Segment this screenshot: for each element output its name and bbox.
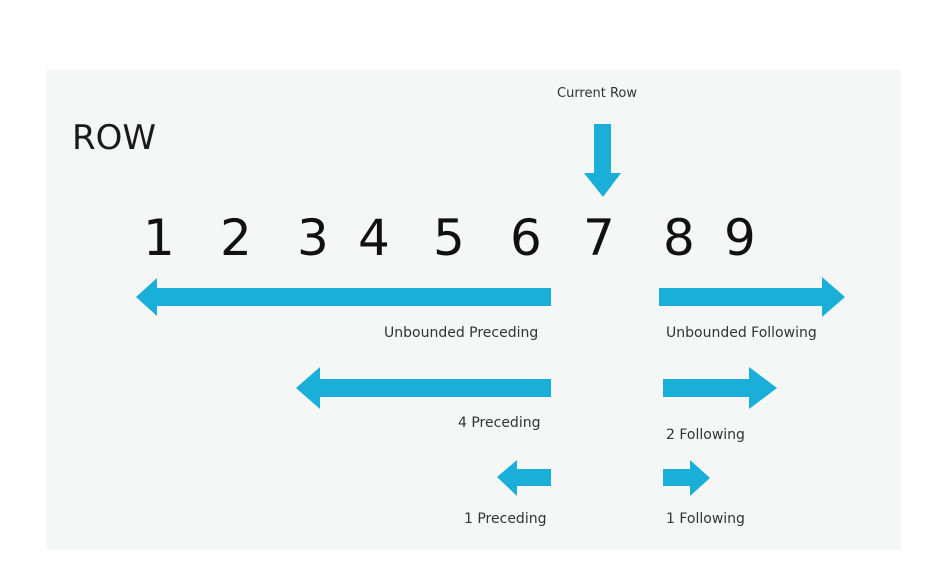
row-number-8: 8 <box>663 209 695 267</box>
unbounded-preceding-label: Unbounded Preceding <box>384 325 539 341</box>
unbounded-following-arrow <box>659 277 845 317</box>
one-following-label: 1 Following <box>666 511 745 527</box>
row-number-7: 7 <box>583 209 615 267</box>
unbounded-preceding-arrow <box>136 278 551 316</box>
one-preceding-label: 1 Preceding <box>464 511 547 527</box>
slide-top-band <box>46 10 901 70</box>
four-preceding-arrow <box>296 367 551 409</box>
row-number-9: 9 <box>724 209 756 267</box>
diagram-title: ROW <box>72 118 157 158</box>
row-number-5: 5 <box>433 209 465 267</box>
row-number-2: 2 <box>220 209 252 267</box>
row-number-1: 1 <box>143 209 175 267</box>
row-number-4: 4 <box>358 209 390 267</box>
current-row-label: Current Row <box>557 86 637 101</box>
two-following-arrow <box>663 367 777 409</box>
row-number-6: 6 <box>510 209 542 267</box>
unbounded-following-label: Unbounded Following <box>666 325 817 341</box>
two-following-label: 2 Following <box>666 427 745 443</box>
one-preceding-arrow <box>497 460 551 496</box>
current-row-down-arrow <box>584 124 621 197</box>
four-preceding-label: 4 Preceding <box>458 415 541 431</box>
diagram-slide <box>46 10 901 550</box>
row-number-3: 3 <box>297 209 329 267</box>
one-following-arrow <box>663 460 710 496</box>
